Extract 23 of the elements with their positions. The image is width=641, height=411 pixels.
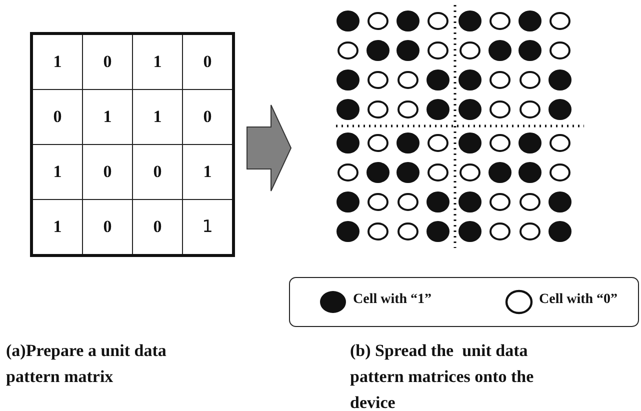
matrix-value: 0	[103, 217, 112, 236]
matrix-value: 1	[153, 107, 162, 126]
matrix-value: 1	[153, 52, 162, 71]
matrix-value: 0	[153, 162, 162, 181]
matrix-value: 0	[203, 52, 212, 71]
legend-label: Cell with “0”	[539, 292, 618, 308]
matrix-value: 1	[53, 162, 62, 181]
matrix-value: 0	[153, 217, 162, 236]
caption-text: (b) Spread the unit data pattern matrices onto the device	[350, 340, 535, 411]
matrix-value: 0	[103, 52, 112, 71]
caption-text: (a)Prepare a unit data pattern matrix	[6, 340, 168, 388]
data-matrix-table	[30, 32, 235, 257]
matrix-value: 0	[203, 107, 212, 126]
dot-array-drawing	[336, 5, 584, 248]
matrix-value: 1	[53, 217, 62, 236]
matrix-value: 0	[53, 107, 62, 126]
matrix-value: 1	[202, 217, 213, 237]
matrix-value: 1	[103, 107, 112, 126]
legend-label: Cell with “1”	[353, 292, 432, 308]
matrix-value: 1	[53, 52, 62, 71]
matrix-value: 0	[103, 162, 112, 181]
matrix-value: 1	[203, 162, 212, 181]
block-arrow	[246, 104, 292, 192]
